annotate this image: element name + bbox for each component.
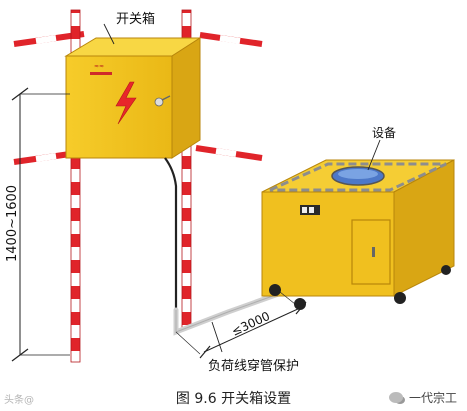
switch-box: ≈≈ bbox=[64, 37, 202, 159]
wheel-rear-left bbox=[441, 265, 451, 275]
bar-top-right bbox=[199, 32, 263, 47]
distance-dimension-label: ≤3000 bbox=[229, 309, 272, 339]
caption-row: 头条@ 图 9.6 开关箱设置 一代宗工 bbox=[0, 386, 467, 411]
figure-caption: 图 9.6 开关箱设置 bbox=[175, 391, 292, 407]
wheel-front-right bbox=[294, 298, 306, 310]
wheel-rear-right bbox=[394, 292, 406, 304]
leader-lines bbox=[103, 23, 381, 353]
wechat-icon bbox=[388, 392, 405, 404]
box-logo: ≈≈ bbox=[94, 63, 104, 70]
load-cable bbox=[164, 157, 287, 336]
box-brand-mark bbox=[90, 72, 112, 75]
bar-mid-right bbox=[195, 145, 263, 161]
equipment-label: 设备 bbox=[372, 126, 396, 140]
watermark-right: 一代宗工 bbox=[388, 389, 457, 406]
height-dimension: 1400~1600 bbox=[5, 87, 70, 362]
wheel-front-left bbox=[269, 284, 281, 296]
box-handle bbox=[154, 95, 171, 107]
left-pole bbox=[70, 9, 81, 363]
switch-box-diagram: ≈≈ bbox=[5, 9, 455, 374]
lightning-bolt-icon bbox=[115, 81, 137, 125]
watermark-left: 头条@ bbox=[4, 395, 34, 406]
equipment bbox=[261, 159, 455, 310]
cable-note-label: 负荷线穿管保护 bbox=[208, 358, 299, 374]
switch-box-label: 开关箱 bbox=[116, 11, 155, 27]
height-dimension-label: 1400~1600 bbox=[5, 185, 20, 262]
watermark-right-text: 一代宗工 bbox=[408, 391, 457, 405]
